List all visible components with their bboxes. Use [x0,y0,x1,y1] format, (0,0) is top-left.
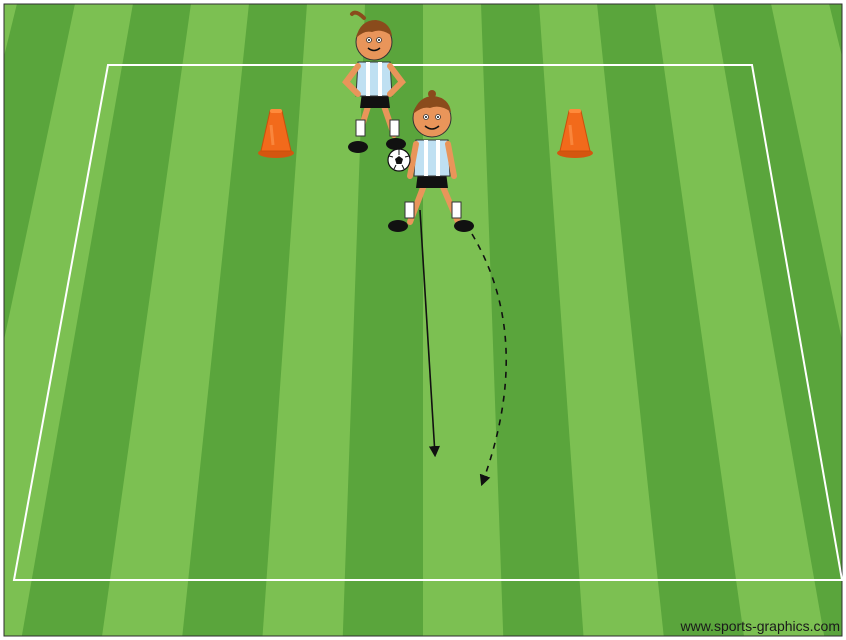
credit-text: www.sports-graphics.com [681,618,841,634]
soccer-ball-icon [388,149,410,171]
